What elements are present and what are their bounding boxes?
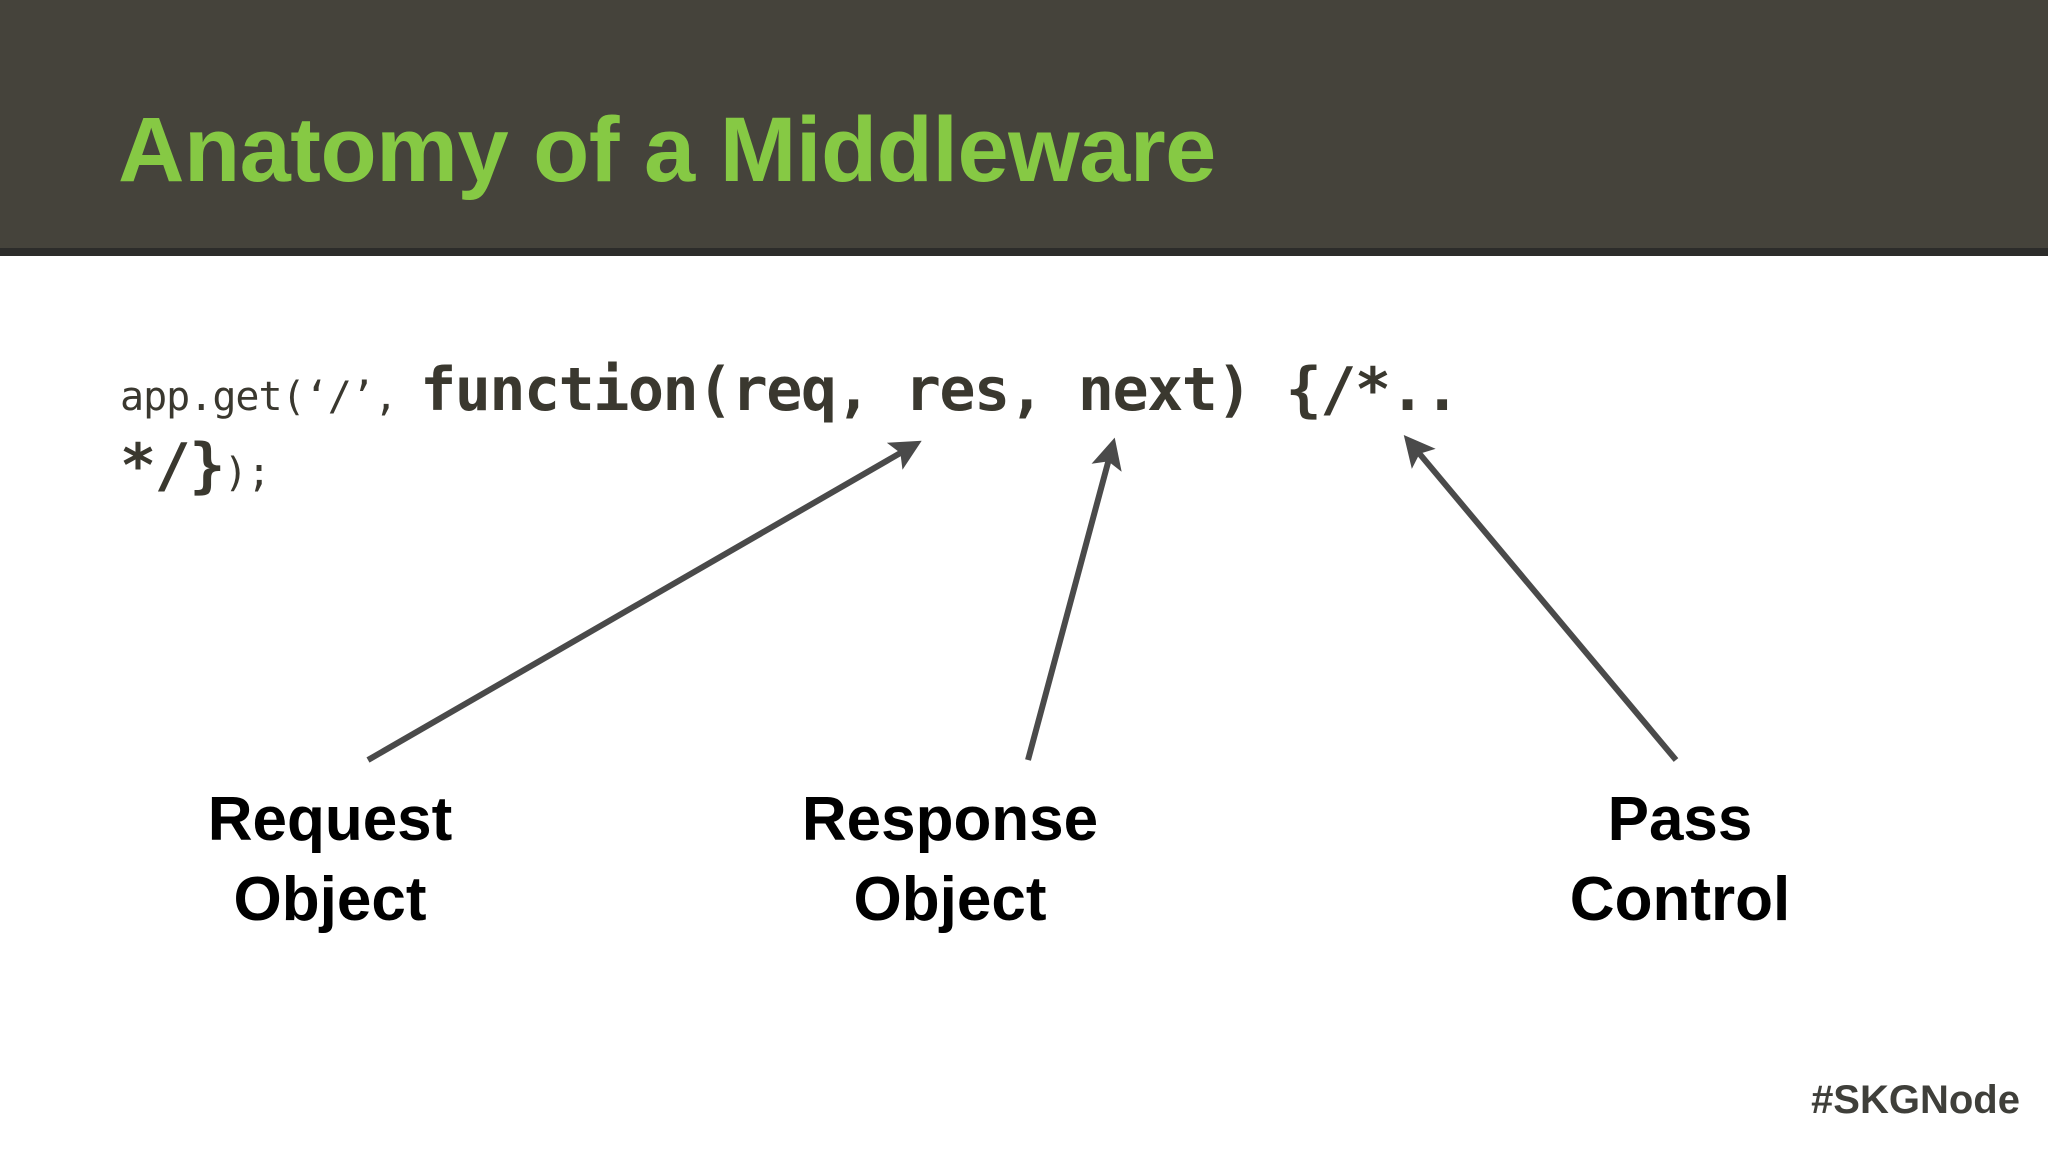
code-line-1: app.get(‘/’, function(req, res, next) {/… [120,352,1950,428]
code-line-2-suffix: ); [223,450,271,496]
callout-request-line1: Request [207,785,453,854]
callout-pass-control: Pass Control [1430,780,1930,940]
callout-response-object: Response Object [665,780,1235,940]
code-line-2-main: */} [120,431,225,501]
callout-pass-line1: Pass [1607,785,1753,854]
code-line-1-prefix: app.get(‘/’, [120,374,421,420]
callout-response-line2: Object [853,865,1047,934]
callout-pass-line2: Control [1569,865,1791,934]
header-rule [0,248,2048,256]
code-line-2: */}); [120,428,1950,504]
footer-hashtag: #SKGNode [1811,1078,2020,1122]
code-snippet: app.get(‘/’, function(req, res, next) {/… [120,352,1950,504]
slide-header-band [0,0,2048,248]
callout-request-object: Request Object [120,780,540,940]
callout-response-line1: Response [801,785,1099,854]
code-line-1-main: function(req, res, next) {/*.. [420,355,1460,425]
callout-request-line2: Object [233,865,427,934]
page-title: Anatomy of a Middleware [118,99,1216,201]
